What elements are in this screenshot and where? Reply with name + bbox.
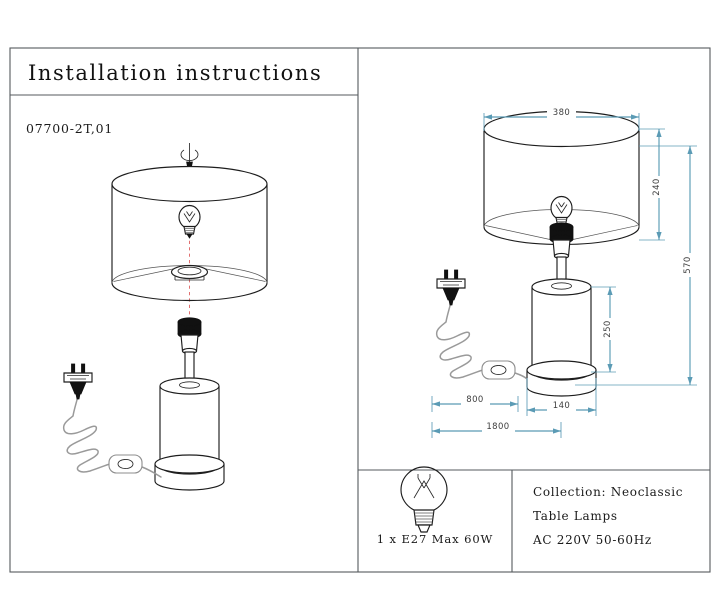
dimension-label-total-height: 570 <box>683 256 693 273</box>
page-title: Installation instructions <box>28 61 322 85</box>
power-plug <box>63 363 93 400</box>
collection-line-2: Table Lamps <box>533 509 618 523</box>
dim-light-bulb <box>550 195 573 226</box>
incandescent-bulb-icon <box>400 466 448 533</box>
dimension-label-shade-height: 240 <box>652 178 662 195</box>
dimensioned-drawing: 380 240 570 <box>431 106 697 438</box>
lamp-socket <box>177 317 202 355</box>
model-code: 07700-2T,01 <box>26 121 113 136</box>
inline-switch[interactable] <box>108 454 143 474</box>
dimension-shade-width: 380 <box>483 106 640 131</box>
dimension-shade-height: 240 <box>639 128 665 241</box>
dim-power-plug <box>436 269 466 306</box>
title-block: Installation instructions <box>28 61 322 85</box>
model-code-block: 07700-2T,01 <box>26 121 113 136</box>
dimension-cord-to-switch: 800 <box>431 393 519 412</box>
dimension-base-width: 140 <box>526 378 597 416</box>
collection-line-3: AC 220V 50-60Hz <box>532 533 652 547</box>
dimension-cord-total: 1800 <box>431 420 562 438</box>
dimension-label-body-height: 250 <box>603 320 613 337</box>
light-bulb <box>178 204 201 239</box>
dim-lamp-base <box>526 360 597 397</box>
dimension-label-shade-width: 380 <box>553 108 570 118</box>
dimension-body-height: 250 <box>591 286 616 373</box>
dimension-label-cord-to-switch: 800 <box>466 395 483 405</box>
dim-power-cord <box>435 301 528 380</box>
assembly-exploded-view <box>62 143 268 491</box>
dimension-label-cord-total: 1800 <box>486 422 509 432</box>
lamp-base <box>154 454 225 491</box>
dimension-label-base-width: 140 <box>553 401 570 411</box>
collection-line-1: Collection: Neoclassic <box>533 485 683 499</box>
lamp-body <box>159 377 220 475</box>
dim-lamp-socket <box>549 222 574 260</box>
collection-info-panel: Collection: Neoclassic Table Lamps AC 22… <box>532 485 683 547</box>
dim-lamp-body <box>531 278 592 381</box>
bulb-spec-panel: 1 x E27 Max 60W <box>377 466 494 546</box>
dim-inline-switch[interactable] <box>481 360 516 380</box>
dimension-total-height: 570 <box>575 145 697 386</box>
shade-ring <box>170 264 209 281</box>
bulb-spec-label: 1 x E27 Max 60W <box>377 532 494 546</box>
power-cord <box>62 395 162 478</box>
sheet-frame <box>9 47 711 573</box>
